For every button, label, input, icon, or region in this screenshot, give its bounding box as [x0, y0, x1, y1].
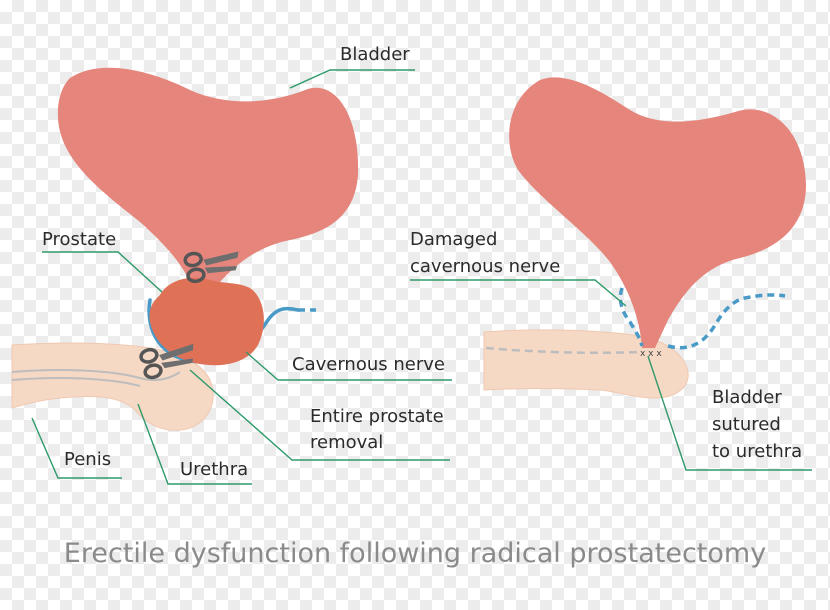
- label-sutured-line3: to urethra: [712, 441, 802, 462]
- label-sutured-line2: sutured: [712, 414, 781, 435]
- label-removal-line1: Entire prostate: [310, 406, 444, 427]
- right-panel: x x x Damaged cavernous nerve Bladder su…: [410, 77, 812, 471]
- prostate-shape: [149, 277, 264, 366]
- label-prostate: Prostate: [42, 229, 116, 250]
- label-damaged-line1: Damaged: [410, 229, 497, 250]
- leader-urethra: [137, 403, 252, 485]
- suture-marks: x x x: [640, 349, 662, 359]
- leader-removal: [189, 369, 450, 461]
- scissors-icon: [139, 343, 194, 380]
- bladder-shape-right: [509, 77, 806, 348]
- leader-prostate: [42, 251, 163, 293]
- label-urethra: Urethra: [180, 459, 248, 480]
- leader-damaged-nerve: [410, 279, 627, 307]
- damaged-nerve-left: [618, 287, 644, 347]
- urethra-line: [11, 369, 181, 381]
- label-damaged-line2: cavernous nerve: [410, 256, 560, 277]
- label-penis: Penis: [64, 449, 111, 470]
- scissors-icon: [183, 251, 239, 284]
- urethra-dashed: [485, 346, 641, 355]
- left-panel: Bladder Prostate Cavernous nerve Entire …: [11, 44, 452, 485]
- bladder-shape: [57, 67, 359, 282]
- label-bladder: Bladder: [340, 44, 410, 65]
- leader-bladder: [289, 69, 415, 89]
- label-removal-line2: removal: [310, 432, 383, 453]
- label-sutured-line1: Bladder: [712, 387, 782, 408]
- damaged-nerve-right: [667, 293, 786, 350]
- leader-penis: [31, 417, 122, 479]
- leader-sutured: [647, 355, 812, 471]
- urethra-line-inner: [11, 377, 141, 387]
- label-cavernous-nerve: Cavernous nerve: [292, 354, 445, 375]
- leader-cavernous-nerve: [245, 351, 452, 381]
- penis-shape-right: [483, 329, 689, 399]
- diagram-title: Erectile dysfunction following radical p…: [64, 538, 766, 569]
